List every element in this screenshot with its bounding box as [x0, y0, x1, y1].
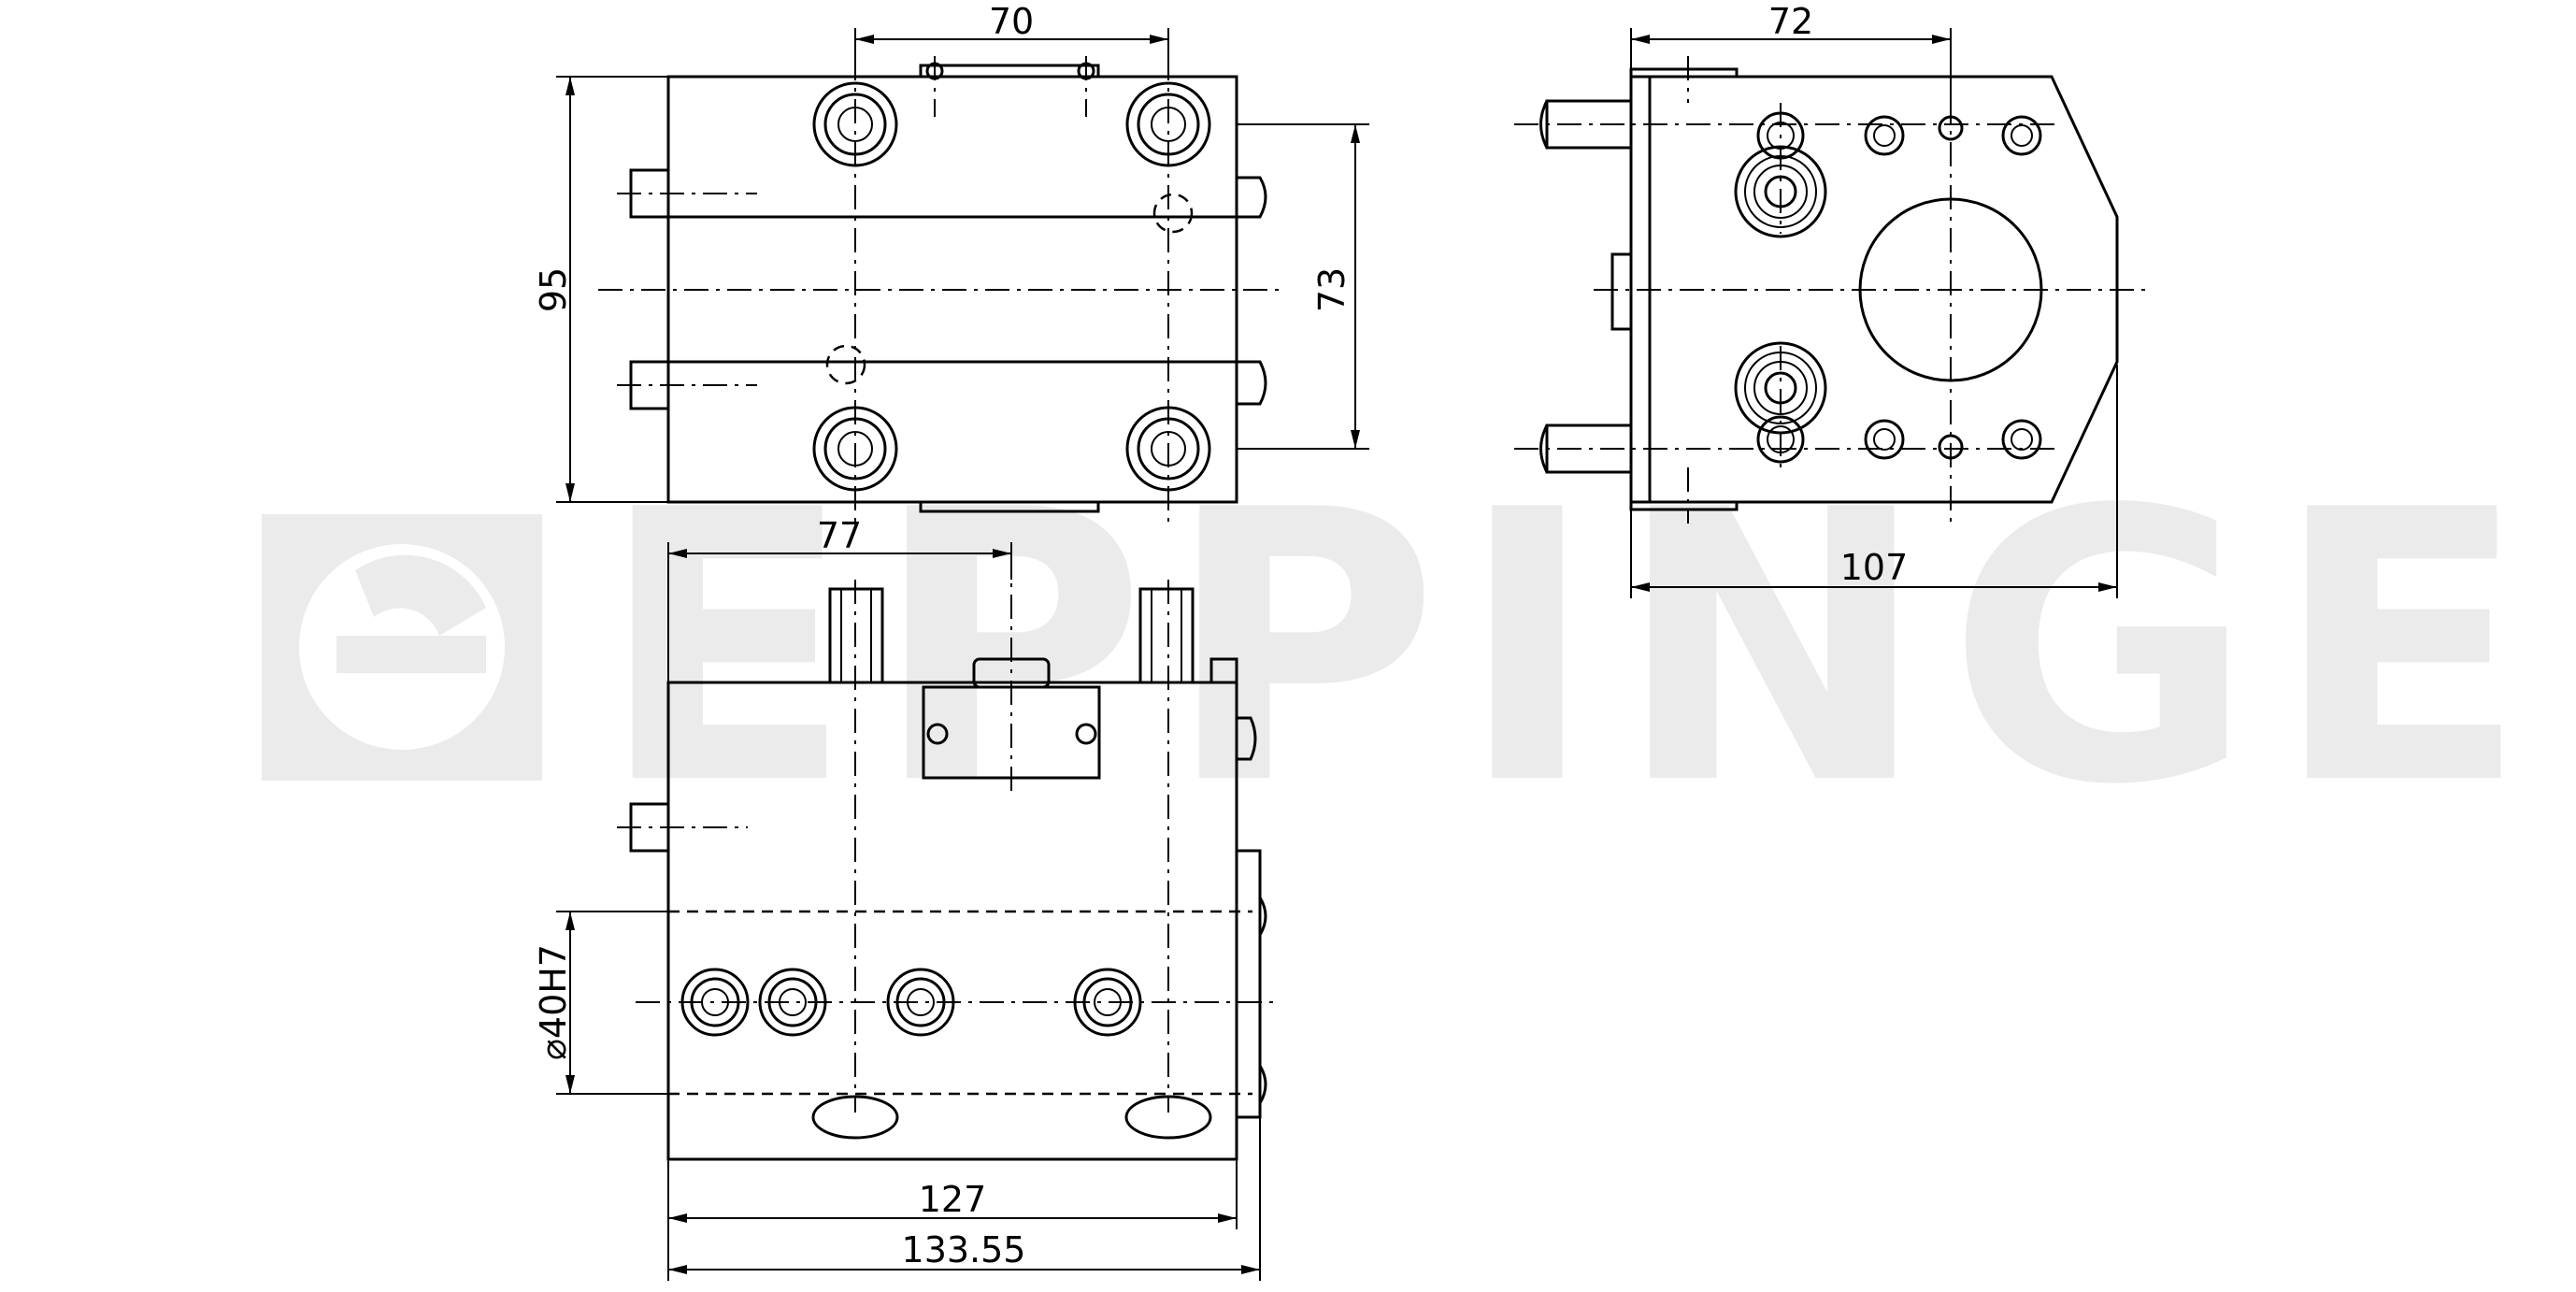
dim-d40-label: ⌀40H7	[533, 944, 574, 1060]
side-view-adjust-screw-upper	[1734, 111, 1827, 238]
front-view: 77 ⌀40H7 127 133.55	[533, 515, 1281, 1281]
side-view-hole-upper-3	[2001, 115, 2042, 156]
watermark-logo-swoosh	[355, 554, 486, 636]
dim-95-label: 95	[533, 267, 574, 312]
side-view: 72 107	[1514, 1, 2145, 598]
watermark: EPPINGER	[262, 432, 2576, 867]
top-view-body	[666, 75, 1238, 504]
dim-70-label: 70	[989, 1, 1034, 42]
dim-127-label: 127	[919, 1179, 987, 1220]
front-view-right-plate	[1237, 849, 1262, 1119]
top-view: 70 95 73	[533, 1, 1369, 524]
watermark-logo-bar	[336, 636, 486, 673]
side-view-hole-upper-1	[1864, 115, 1905, 156]
dim-107-label: 107	[1840, 547, 1909, 588]
top-view-bottom-nub	[919, 502, 1100, 513]
top-view-hidden-hole-lower	[825, 344, 866, 385]
front-view-body	[666, 681, 1238, 1161]
front-view-top-right-step	[1209, 657, 1238, 682]
top-view-hidden-hole-upper	[1152, 193, 1194, 234]
watermark-text: EPPINGER	[598, 432, 2576, 867]
front-view-pin-right-top	[1237, 716, 1257, 761]
side-view-hole-lower-1	[1864, 419, 1905, 460]
front-view-clamp-screw-left	[926, 723, 949, 745]
side-view-bottom-nub	[1629, 502, 1739, 511]
top-view-pin-right-upper	[1237, 176, 1267, 219]
side-view-left-tab	[1610, 252, 1633, 331]
dim-73-label: 73	[1311, 267, 1352, 312]
dim-77-label: 77	[817, 515, 862, 556]
top-view-top-nub	[919, 64, 1100, 77]
front-view-pin-top-right	[1138, 587, 1195, 684]
dim-133-label: 133.55	[902, 1229, 1026, 1270]
front-view-clamp-screw-right	[1075, 723, 1097, 745]
side-view-hole-lower-3	[2001, 419, 2042, 460]
top-view-pin-right-lower	[1237, 360, 1267, 406]
dim-72-label: 72	[1768, 1, 1813, 42]
